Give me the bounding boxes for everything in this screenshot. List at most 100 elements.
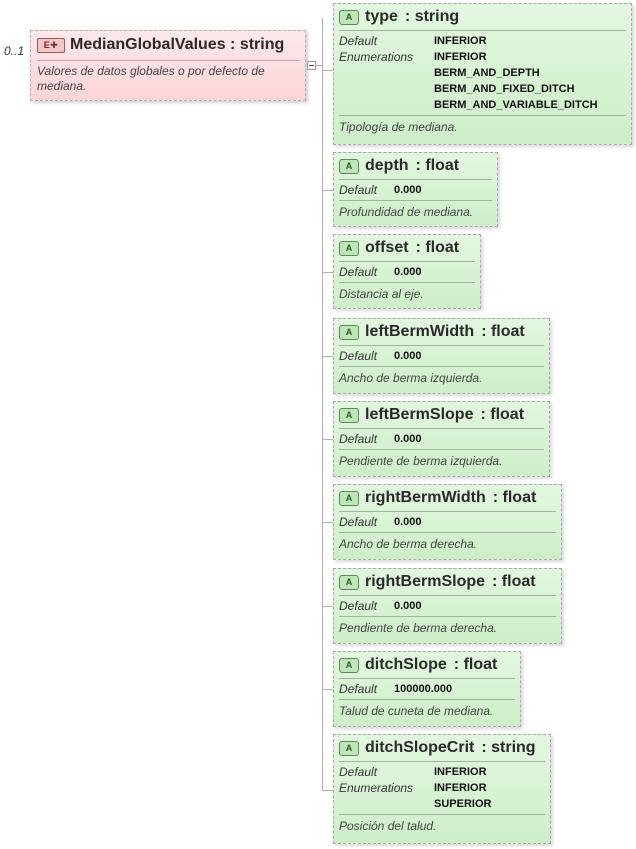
attribute-divider [339, 282, 475, 283]
enumeration-value: BERM_AND_FIXED_DITCH [434, 83, 575, 95]
element-name: MedianGlobalValues [70, 36, 226, 53]
attribute-divider [339, 366, 544, 367]
attribute-right-berm-width[interactable]: A rightBermWidth : float Default 0.000 A… [333, 484, 562, 560]
default-value: INFERIOR [434, 766, 487, 778]
attribute-icon: A [339, 490, 359, 506]
default-row: Default 0.000 [334, 182, 497, 198]
multiplicity-label: 0..1 [4, 44, 25, 58]
default-label: Default [339, 432, 378, 446]
connector-tick [322, 272, 333, 273]
attribute-documentation: Talud de cuneta de mediana. [339, 704, 494, 718]
element-header: E✚ MedianGlobalValues : string [31, 31, 305, 57]
attribute-name: ditchSlope [365, 656, 447, 673]
attribute-icon: A [339, 657, 359, 673]
attribute-header: A offset : float [334, 235, 480, 259]
attribute-divider [339, 200, 492, 201]
attribute-icon: A [339, 407, 359, 423]
default-row: Default 100000.000 [334, 681, 520, 697]
default-label: Default [339, 682, 378, 696]
attribute-documentation: Posición del talud. [339, 819, 437, 833]
attribute-documentation: Ancho de berma derecha. [339, 537, 478, 551]
attribute-type-label: : float [480, 406, 525, 423]
attribute-ditch-slope-crit[interactable]: A ditchSlopeCrit : string Default INFERI… [333, 734, 551, 844]
attribute-name: type [365, 8, 398, 25]
connector-tick [322, 190, 333, 191]
enumerations-row: Enumerations INFERIOR SUPERIOR [334, 780, 550, 812]
enumerations-row: Enumerations INFERIOR BERM_AND_DEPTH BER… [334, 49, 631, 113]
connector-tick [322, 790, 333, 791]
attribute-name: leftBermWidth [365, 323, 475, 340]
attribute-left-berm-width[interactable]: A leftBermWidth : float Default 0.000 An… [333, 318, 550, 394]
collapse-toggle-icon[interactable] [307, 61, 316, 70]
attribute-right-berm-slope[interactable]: A rightBermSlope : float Default 0.000 P… [333, 568, 562, 644]
attribute-type-label: : float [481, 323, 525, 340]
default-value: 0.000 [394, 350, 422, 362]
default-value: 0.000 [394, 266, 422, 278]
attribute-documentation: Distancia al eje. [339, 287, 424, 301]
attribute-header: A ditchSlopeCrit : string [334, 735, 550, 759]
default-label: Default [339, 34, 378, 48]
attribute-documentation: Pendiente de berma derecha. [339, 621, 498, 635]
attribute-name: offset [365, 239, 409, 256]
default-row: Default 0.000 [334, 598, 561, 614]
attribute-icon: A [339, 158, 359, 174]
default-value: 0.000 [394, 600, 422, 612]
attribute-divider [339, 261, 475, 262]
element-divider [37, 60, 300, 61]
attribute-header: A ditchSlope : float [334, 652, 520, 676]
default-label: Default [339, 599, 378, 613]
attribute-header: A rightBermWidth : float [334, 485, 561, 509]
element-title: MedianGlobalValues : string [70, 36, 285, 53]
attribute-documentation: Pendiente de berma izquierda. [339, 454, 503, 468]
attribute-icon: A [339, 240, 359, 256]
enumeration-list: INFERIOR BERM_AND_DEPTH BERM_AND_FIXED_D… [434, 49, 598, 113]
attribute-divider [339, 814, 545, 815]
enumerations-label: Enumerations [339, 781, 414, 795]
connector-tick [322, 439, 333, 440]
attribute-divider [339, 30, 626, 31]
attribute-name: rightBermWidth [365, 489, 486, 506]
attribute-ditch-slope[interactable]: A ditchSlope : float Default 100000.000 … [333, 651, 521, 727]
default-row: Default INFERIOR [334, 33, 631, 49]
attribute-offset[interactable]: A offset : float Default 0.000 Distancia… [333, 234, 481, 309]
connector-tick [322, 70, 333, 71]
attribute-icon: A [339, 740, 359, 756]
attribute-icon: A [339, 9, 359, 25]
attribute-divider [339, 115, 626, 116]
default-value: INFERIOR [434, 35, 487, 47]
element-median-global-values[interactable]: E✚ MedianGlobalValues : string Valores d… [30, 30, 306, 101]
attribute-divider [339, 511, 556, 512]
attribute-divider [339, 345, 544, 346]
default-row: Default 0.000 [334, 264, 480, 280]
attribute-type[interactable]: A type : string Default INFERIOR Enumera… [333, 3, 632, 145]
default-row: Default 0.000 [334, 348, 549, 364]
default-row: Default 0.000 [334, 514, 561, 530]
attribute-type-label: : string [481, 739, 536, 756]
attribute-header: A type : string [334, 4, 631, 28]
attribute-type-label: : float [453, 656, 498, 673]
element-type: string [239, 36, 285, 53]
default-row: Default INFERIOR [334, 764, 550, 780]
attribute-documentation: Profundidad de mediana. [339, 205, 474, 219]
connector-tick [322, 522, 333, 523]
default-label: Default [339, 765, 378, 779]
attribute-type-label: : float [415, 239, 460, 256]
attribute-type-label: : float [492, 573, 536, 590]
enumeration-value: INFERIOR [434, 51, 487, 63]
attribute-left-berm-slope[interactable]: A leftBermSlope : float Default 0.000 Pe… [333, 401, 550, 477]
default-row: Default 0.000 [334, 431, 549, 447]
default-value: 100000.000 [394, 683, 453, 695]
enumeration-value: BERM_AND_VARIABLE_DITCH [434, 99, 598, 111]
element-icon: E✚ [37, 37, 65, 53]
attribute-tree-line [322, 18, 323, 790]
attribute-depth[interactable]: A depth : float Default 0.000 Profundida… [333, 152, 498, 227]
enumeration-value: INFERIOR [434, 782, 487, 794]
attribute-icon: A [339, 574, 359, 590]
enumeration-value: SUPERIOR [434, 798, 492, 810]
attribute-name: leftBermSlope [365, 406, 474, 423]
attribute-type-label: : float [415, 157, 460, 174]
attribute-type-label: : float [492, 489, 537, 506]
attribute-header: A rightBermSlope : float [334, 569, 561, 593]
attribute-header: A leftBermSlope : float [334, 402, 549, 426]
default-value: 0.000 [394, 516, 422, 528]
